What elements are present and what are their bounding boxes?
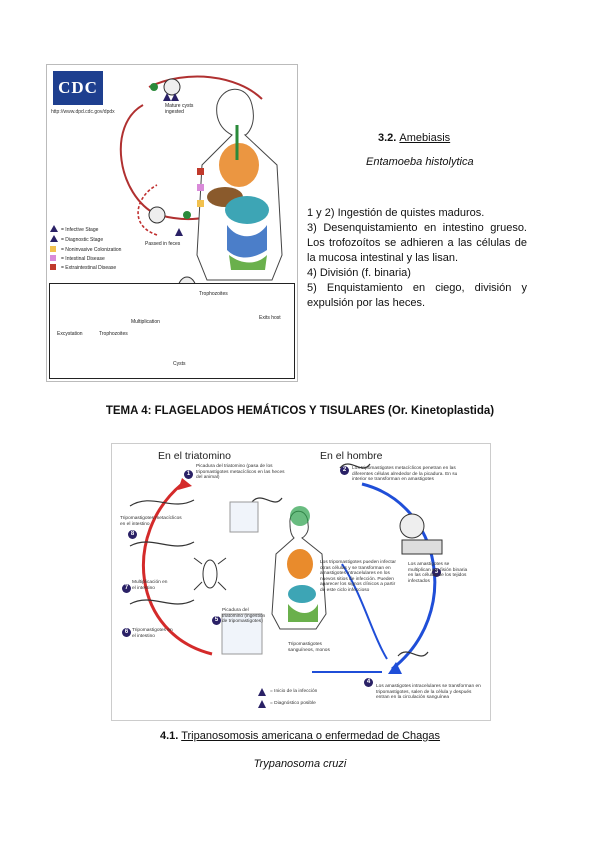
legend-diagnosis: = Diagnóstico posible (270, 701, 316, 706)
step-marker-4: 4 (364, 678, 373, 687)
step-marker-5: 5 (212, 616, 221, 625)
legend-item: = Noninvasive Colonization (61, 247, 122, 253)
header-triatomine: En el triatomino (158, 450, 231, 462)
step-marker-7: 7 (122, 584, 131, 593)
list-item: 1 y 2) Ingestión de quistes maduros. (307, 207, 485, 219)
list-item: 5) Enquistamiento en ciego, división y e… (307, 282, 527, 309)
note-step-1: Picadura del triatomino (pasa de los tri… (196, 464, 285, 481)
step-marker-2: 2 (340, 466, 349, 475)
label-cysts: Cysts (173, 361, 186, 367)
chapter-heading-tema4: TEMA 4: FLAGELADOS HEMÁTICOS Y TISULARES… (105, 405, 495, 417)
note-reinfection: Los tripomastigotes pueden infectar otra… (320, 560, 396, 593)
legend-item: = Extraintestinal Disease (61, 265, 117, 271)
species-name-41: Trypanosoma cruzi (253, 758, 347, 770)
note-step-6: Tripomastigotes en el intestino (132, 628, 173, 639)
note-step-3: Los amastigotes se multiplican por fisió… (408, 562, 468, 584)
note-step-4: Los amastigotes intracelulares se transf… (376, 684, 481, 701)
note-step-5: Picadura del triatomino (ingestión de tr… (222, 608, 266, 625)
chagas-cycle-drawing (129, 463, 443, 708)
list-item: 4) División (f. binaria) (307, 267, 411, 279)
section-title-32: Amebiasis (399, 132, 451, 144)
note-step-7: Multiplicación en el intestino (132, 580, 168, 591)
step-marker-6: 6 (122, 628, 131, 637)
step-marker-1: 1 (184, 470, 193, 479)
legend-infection-start: = Inicio de la infección (270, 689, 318, 694)
note-step-2: Los tripomastigotes metacíclicos penetra… (352, 466, 458, 483)
list-item: 3) Desenquistamiento en intestino grueso… (307, 222, 527, 264)
header-human: En el hombre (320, 450, 383, 462)
section-heading-32: 3.2. Amebiasis (378, 132, 451, 144)
label-excystation: Excystation (57, 331, 83, 337)
step-marker-3: 3 (432, 568, 441, 577)
note-step-8: Tripomastigotes metacíclicos en el intes… (120, 516, 182, 527)
chagas-lifecycle-figure: En el triatomino En el hombre (111, 443, 491, 721)
section-heading-41: 4.1. Tripanosomosis americana o enfermed… (159, 730, 441, 742)
step-marker-8: 8 (128, 530, 137, 539)
label-multiplication: Multiplication (131, 319, 160, 325)
label-passed-in-feces: Passed in feces (145, 241, 181, 247)
amebiasis-inset (49, 283, 295, 379)
note-bloodstream: Tripomastigotes sanguíneos, monos (288, 642, 330, 653)
amebiasis-lifecycle-figure: CDC http://www.dpd.cdc.gov/dpdx (46, 64, 298, 382)
section-title-41: Tripanosomosis americana o enfermedad de… (181, 730, 441, 742)
figure-url: http://www.dpd.cdc.gov/dpdx (51, 109, 115, 115)
legend-item: = Infective Stage (61, 227, 99, 233)
label-exits-host: Exits host (259, 315, 281, 321)
legend-item: = Intestinal Disease (61, 256, 105, 262)
label-trophozoites-2: Trophozoites (99, 331, 128, 337)
amebiasis-steps-list: 1 y 2) Ingestión de quistes maduros. 3) … (307, 206, 527, 311)
legend-item: = Diagnostic Stage (61, 237, 104, 243)
label-mature-cysts: Mature cysts ingested (165, 103, 194, 115)
species-name-32: Entamoeba histolytica (366, 156, 474, 168)
label-trophozoites: Trophozoites (199, 291, 228, 297)
cdc-logo: CDC (53, 71, 103, 105)
